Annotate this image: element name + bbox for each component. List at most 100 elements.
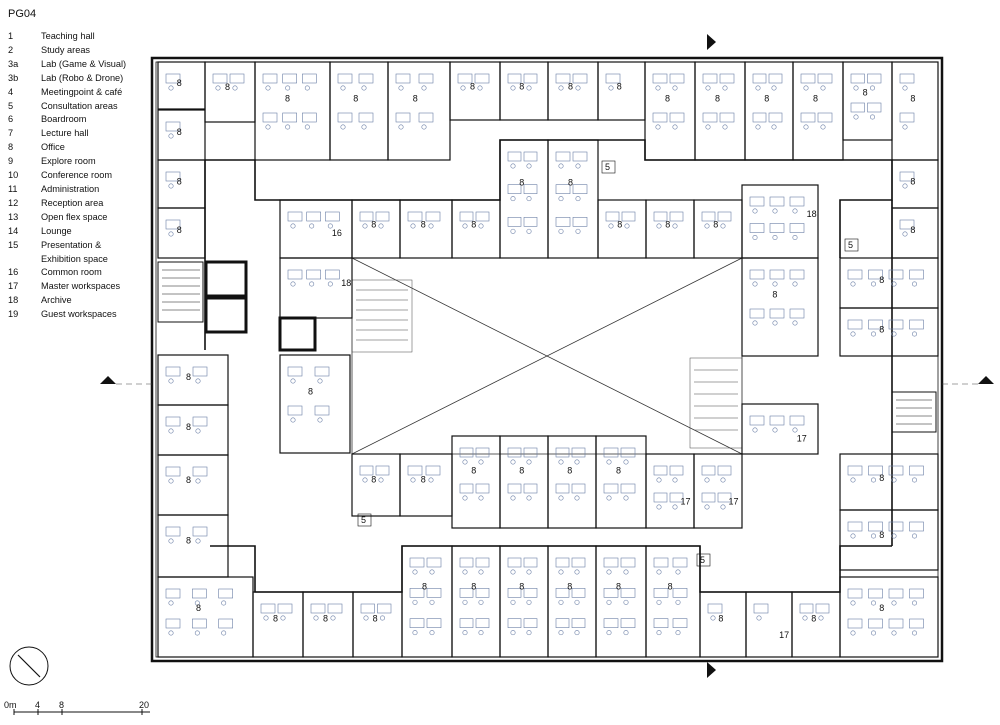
- chair: [656, 569, 662, 575]
- chair: [558, 163, 564, 169]
- consultation-box: [844, 238, 859, 252]
- desk: [459, 483, 474, 494]
- desk: [523, 184, 538, 194]
- chair: [510, 85, 516, 91]
- chair: [792, 281, 798, 287]
- desk: [459, 618, 474, 628]
- room-number-office: 8: [567, 581, 572, 591]
- chair: [771, 124, 777, 130]
- room-office: [791, 591, 841, 658]
- room-number-office: 8: [177, 78, 182, 88]
- desk: [287, 366, 303, 377]
- desk: [717, 211, 732, 222]
- chair: [870, 331, 876, 337]
- desk: [555, 483, 570, 494]
- chair: [526, 495, 532, 501]
- legend-number: 15: [8, 239, 19, 250]
- room-number-office: 8: [177, 127, 182, 137]
- room-number-office: 8: [196, 603, 201, 613]
- room-number-master_workspaces: 17: [729, 497, 739, 507]
- chair: [772, 320, 778, 326]
- chair: [285, 124, 291, 130]
- chair: [870, 281, 876, 287]
- chair: [891, 331, 897, 337]
- chair: [462, 630, 468, 636]
- desk: [909, 465, 924, 476]
- chair: [428, 477, 434, 483]
- desk: [620, 618, 636, 628]
- desk: [868, 588, 883, 599]
- chair: [656, 477, 662, 483]
- desk: [426, 618, 442, 628]
- chair: [710, 615, 716, 621]
- room-number-office: 8: [225, 82, 230, 92]
- stair-core-west: [157, 260, 317, 352]
- desk: [302, 73, 317, 84]
- desk: [165, 526, 181, 537]
- chair: [168, 630, 174, 636]
- legend-label: Study areas: [41, 44, 91, 55]
- chair: [704, 223, 710, 229]
- desk: [165, 219, 181, 230]
- desk: [555, 588, 570, 598]
- chair: [755, 85, 761, 91]
- consultation-box: [696, 553, 711, 567]
- desk: [669, 112, 685, 123]
- desk: [192, 466, 208, 477]
- consultation-box: [357, 513, 372, 527]
- desk: [899, 171, 915, 182]
- chair: [792, 427, 798, 433]
- desk: [701, 465, 716, 476]
- desk: [555, 557, 570, 568]
- room-number-office: 8: [879, 603, 884, 613]
- desk: [425, 465, 441, 476]
- chair: [510, 599, 516, 605]
- room-office: [351, 453, 401, 517]
- chair: [510, 459, 516, 465]
- desk: [653, 211, 668, 222]
- chair: [902, 124, 908, 130]
- desk: [306, 269, 321, 280]
- chair: [378, 223, 384, 229]
- desk: [672, 557, 688, 568]
- desk: [358, 112, 374, 123]
- chair: [656, 223, 662, 229]
- chair: [675, 599, 681, 605]
- desk: [868, 521, 883, 532]
- chair: [574, 599, 580, 605]
- chair: [429, 630, 435, 636]
- chair: [429, 599, 435, 605]
- chair: [803, 124, 809, 130]
- desk: [847, 588, 863, 599]
- room-number-office: 8: [371, 475, 376, 485]
- desk: [165, 121, 181, 132]
- chair: [870, 477, 876, 483]
- desk: [459, 447, 474, 458]
- desk: [375, 211, 390, 222]
- room-number-office: 8: [568, 81, 573, 91]
- chair: [792, 208, 798, 214]
- desk: [409, 618, 425, 628]
- room-number-master_workspaces: 17: [779, 630, 789, 640]
- chair: [891, 533, 897, 539]
- desk: [409, 557, 425, 568]
- desk: [702, 73, 718, 84]
- chair: [526, 85, 532, 91]
- room-office: [839, 453, 939, 511]
- building-shell: [150, 56, 944, 663]
- desk: [475, 483, 490, 494]
- chair: [558, 495, 564, 501]
- desk: [572, 73, 588, 84]
- desk: [749, 308, 765, 319]
- legend-number: 3b: [8, 72, 19, 83]
- desk: [789, 196, 805, 207]
- legend-label: Administration: [41, 183, 100, 194]
- desk: [817, 73, 833, 84]
- desk: [789, 415, 805, 426]
- chair: [379, 615, 385, 621]
